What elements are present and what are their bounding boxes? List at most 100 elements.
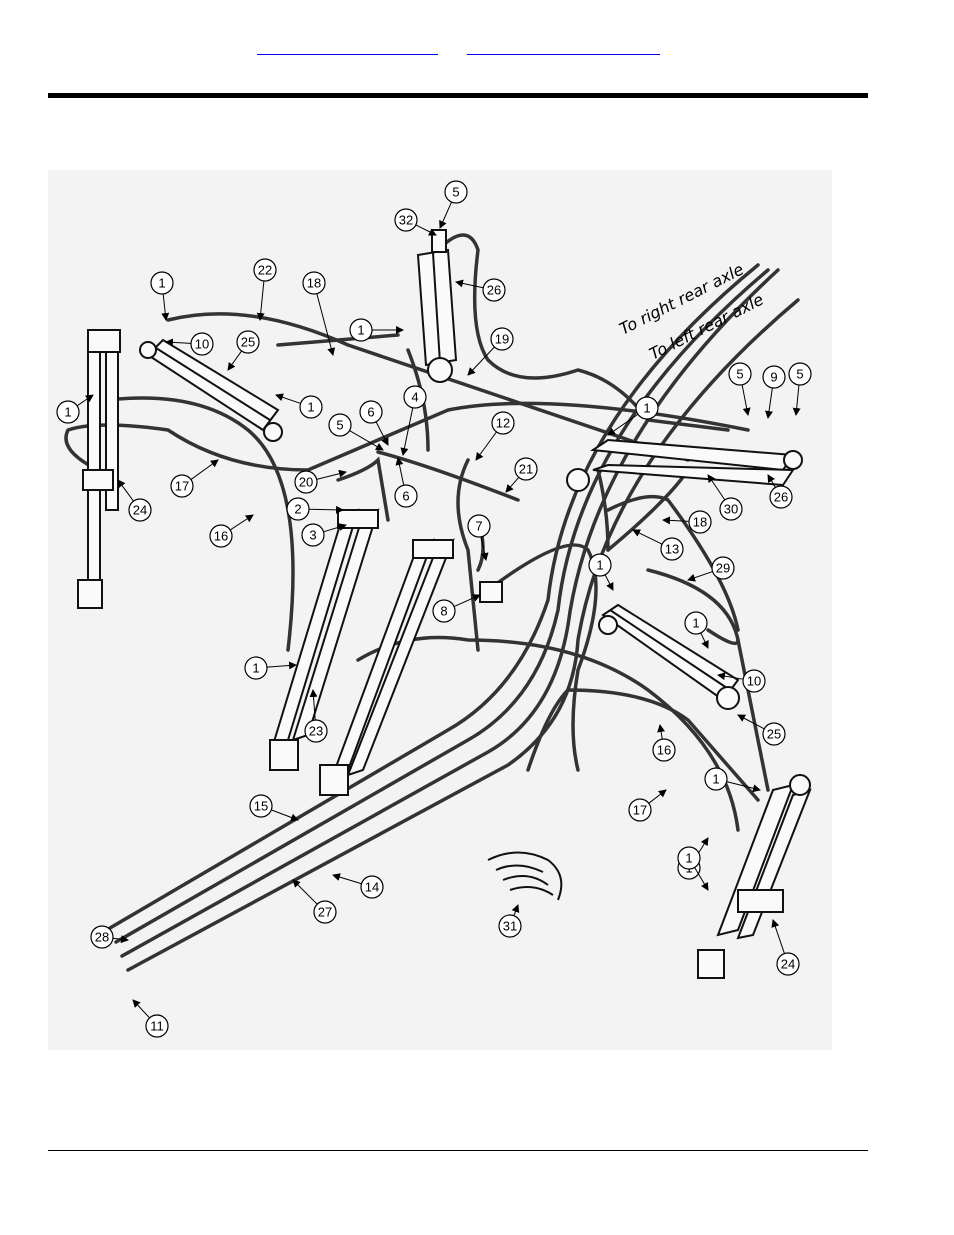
callout-leader	[505, 476, 520, 493]
callout-number: 17	[633, 803, 647, 818]
callout-number: 18	[307, 276, 321, 291]
callout-number: 3	[309, 528, 316, 543]
callout-number: 16	[657, 743, 671, 758]
callout-circle	[769, 485, 793, 509]
footer-divider	[48, 1150, 868, 1151]
callout-number: 29	[716, 561, 730, 576]
callout-circle	[677, 846, 701, 870]
callout-circle	[328, 413, 352, 437]
callout-35: 8	[432, 594, 481, 623]
callout-6: 26	[455, 278, 506, 302]
callout-number: 1	[158, 276, 165, 291]
callout-circle	[360, 875, 384, 899]
callout-leader	[771, 919, 785, 954]
callout-21: 20	[294, 469, 347, 494]
callout-15: 5	[788, 362, 812, 416]
callout-number: 13	[665, 542, 679, 557]
callout-leader	[694, 867, 709, 891]
callout-number: 1	[692, 616, 699, 631]
callout-number: 1	[685, 851, 692, 866]
callout-leader	[292, 879, 318, 905]
callout-leader	[604, 574, 614, 591]
callout-leader	[76, 394, 94, 407]
header-divider	[48, 93, 868, 98]
callout-number: 6	[367, 405, 374, 420]
callout-leader	[475, 431, 497, 461]
callout-46: 15	[249, 794, 299, 822]
callout-1: 5	[439, 180, 468, 229]
callout-leader	[726, 781, 761, 793]
callout-leader	[480, 536, 489, 561]
callout-number: 11	[150, 1019, 164, 1034]
callout-30: 30	[707, 474, 743, 521]
callout-leader	[332, 873, 362, 885]
callout-number: 7	[475, 519, 482, 534]
header-link-1[interactable]	[257, 40, 438, 55]
cylinder-left	[77, 329, 121, 609]
callout-circle	[349, 318, 373, 342]
callout-9: 25	[227, 330, 260, 371]
callout-leader	[349, 430, 384, 451]
callout-leader	[132, 999, 150, 1019]
callout-leader	[662, 516, 690, 525]
callout-circle	[244, 656, 268, 680]
callout-number: 22	[258, 263, 272, 278]
callout-32: 16	[209, 514, 254, 548]
callout-leader	[467, 346, 495, 376]
callout-number: 28	[95, 930, 109, 945]
callout-19: 12	[475, 411, 515, 461]
callout-number: 26	[487, 283, 501, 298]
callout-circle	[286, 497, 310, 521]
callout-38: 1	[244, 656, 297, 680]
callout-circle	[299, 395, 323, 419]
callout-25: 24	[117, 479, 152, 522]
callout-leader	[439, 201, 452, 229]
callout-circle	[762, 365, 786, 389]
callout-17: 6	[359, 400, 389, 446]
callout-27: 3	[301, 523, 347, 547]
callout-leader	[453, 594, 481, 607]
cylinder-pair-center	[269, 508, 455, 796]
callout-2: 32	[394, 208, 437, 236]
callout-leader	[700, 632, 709, 649]
callout-leader	[161, 293, 170, 321]
callout-leader	[765, 387, 773, 419]
callout-24: 17	[170, 459, 219, 498]
callout-leader	[737, 714, 765, 730]
callout-number: 4	[411, 390, 418, 405]
callout-leader	[707, 474, 726, 501]
callout-number: 1	[252, 661, 259, 676]
callout-number: 16	[214, 529, 228, 544]
callout-number: 20	[299, 475, 313, 490]
callout-circle	[394, 484, 418, 508]
callout-leader	[687, 571, 713, 582]
callout-number: 24	[781, 957, 795, 972]
callout-circle	[711, 556, 735, 580]
callout-leader	[308, 505, 344, 514]
hose-sleeve	[487, 851, 563, 901]
callout-number: 27	[318, 905, 332, 920]
callout-10: 19	[467, 327, 514, 376]
header-link-2[interactable]	[467, 40, 660, 55]
callout-number: 21	[519, 462, 533, 477]
callout-circle	[403, 385, 427, 409]
callout-leader	[190, 459, 219, 480]
callout-14: 9	[762, 365, 786, 419]
callout-circle	[660, 537, 684, 561]
callout-leader	[648, 789, 667, 804]
callout-leader	[375, 421, 389, 446]
callout-circle	[490, 327, 514, 351]
callout-28: 7	[467, 514, 491, 561]
callout-number: 25	[767, 727, 781, 742]
cylinder-upper-left	[139, 338, 283, 442]
cylinder-top	[416, 229, 458, 383]
callout-circle	[294, 470, 318, 494]
callout-circle	[719, 497, 743, 521]
callout-43: 16	[652, 724, 676, 762]
callout-number: 12	[496, 416, 510, 431]
callout-circle	[684, 611, 708, 635]
callout-12: 1	[56, 394, 94, 424]
callout-circle	[145, 1014, 169, 1038]
callout-circle	[128, 498, 152, 522]
